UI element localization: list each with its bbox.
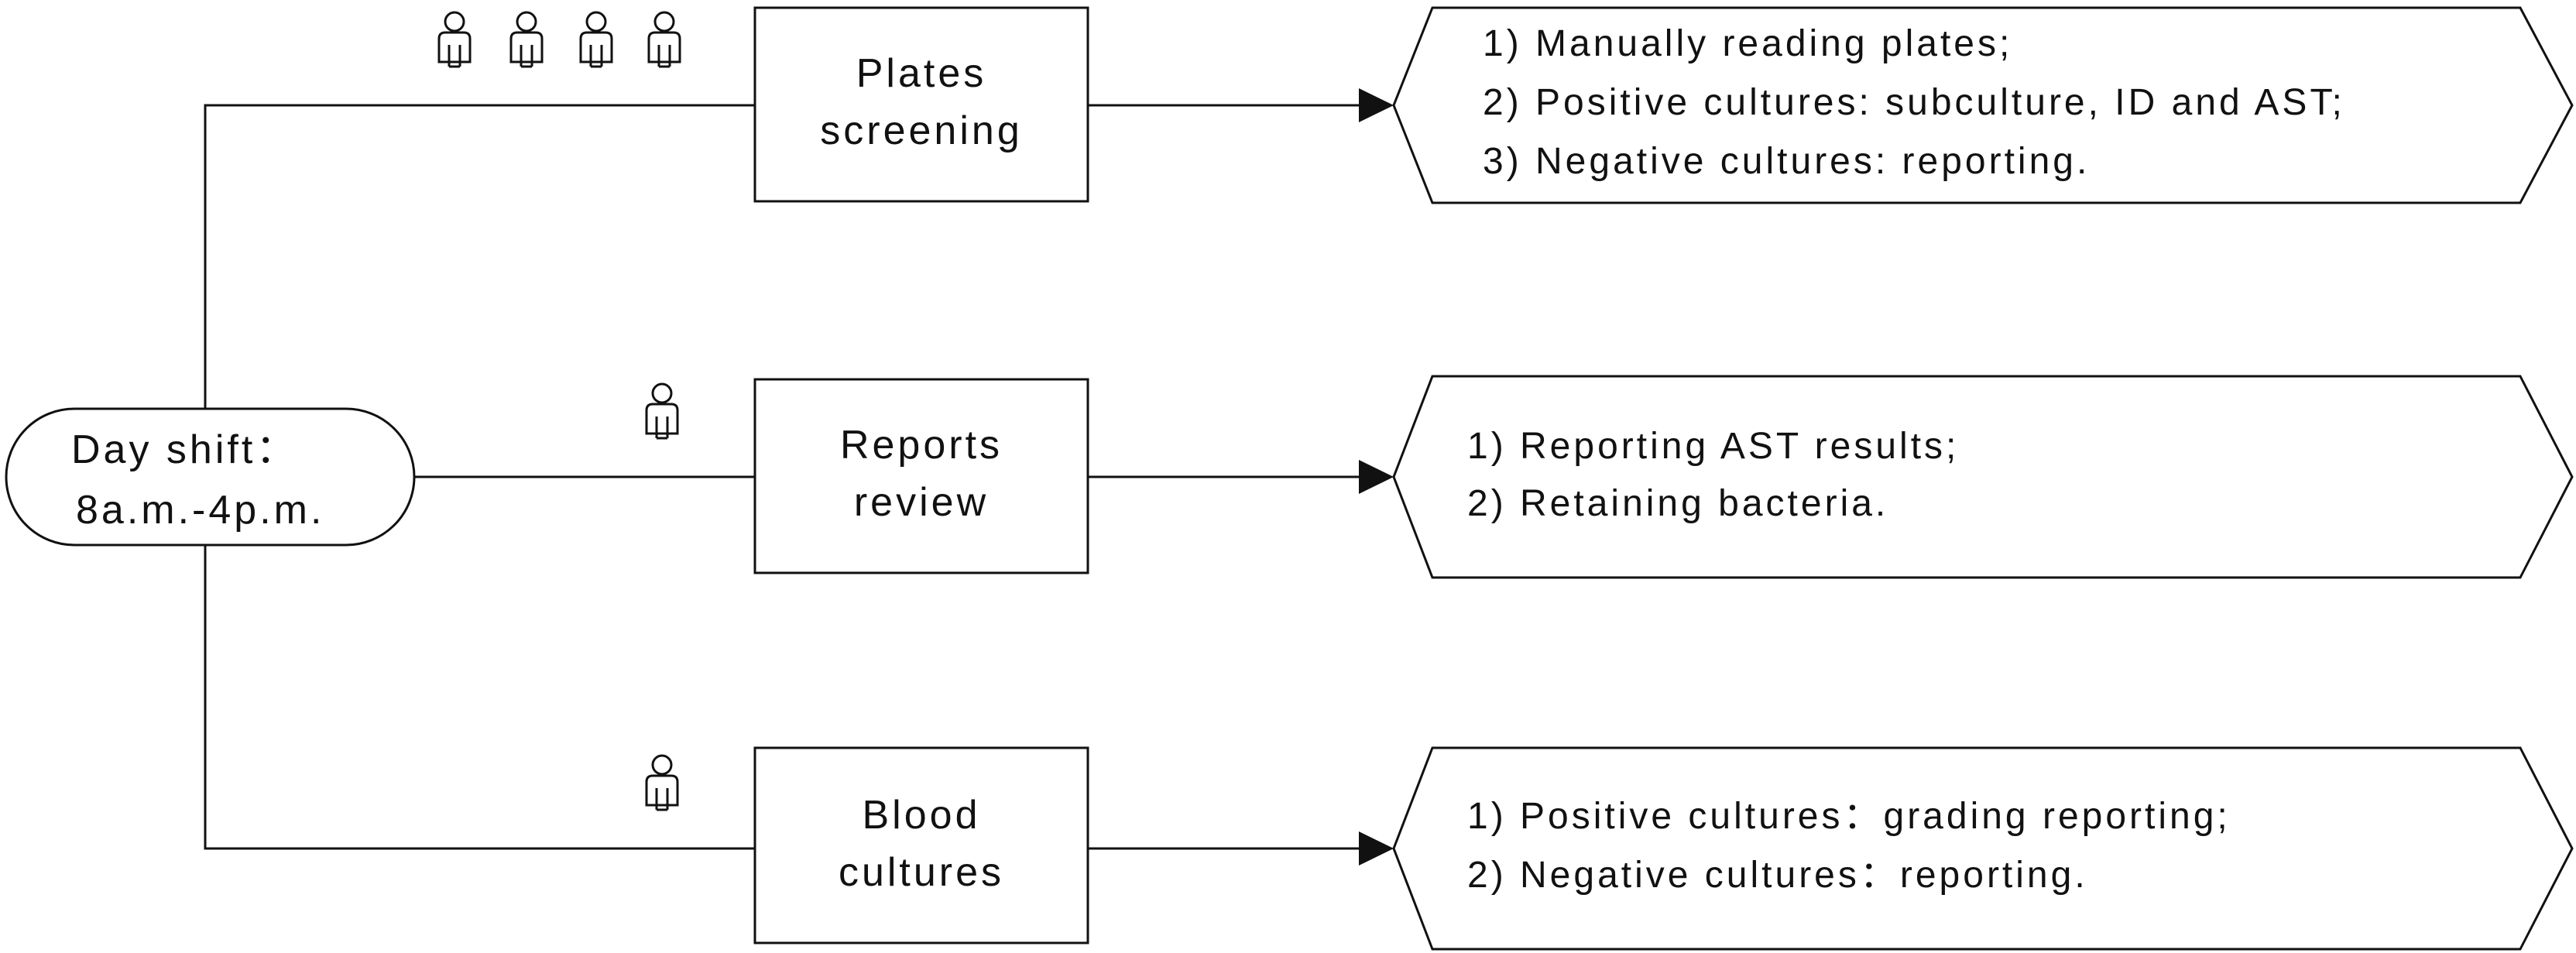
process-label-line1: Plates bbox=[856, 51, 987, 96]
task-item: 2) Negative cultures：reporting. bbox=[1467, 855, 2088, 896]
arrowhead-plates bbox=[1359, 88, 1394, 122]
person-icon bbox=[645, 754, 679, 811]
connector-blood bbox=[204, 542, 755, 850]
arrowhead-reports bbox=[1359, 460, 1394, 494]
connector-plates bbox=[204, 104, 755, 418]
arrowhead-blood bbox=[1359, 831, 1394, 866]
task-item: 1) Manually reading plates; bbox=[1483, 23, 2012, 64]
task-item: 2) Retaining bacteria. bbox=[1467, 483, 1888, 524]
person-icon bbox=[647, 11, 681, 68]
start-node-line2: 8a.m.-4p.m. bbox=[76, 488, 324, 533]
task-item: 1) Positive cultures：grading reporting; bbox=[1467, 796, 2231, 837]
task-box-reports bbox=[1392, 375, 2574, 579]
process-label-line2: screening bbox=[820, 108, 1022, 153]
person-icon bbox=[509, 11, 544, 68]
staff-icons-reports bbox=[645, 382, 679, 440]
branch-blood-cultures: Blood cultures 1) Positive cultures：grad… bbox=[645, 746, 2574, 951]
start-node-shape bbox=[5, 407, 416, 547]
process-box-blood bbox=[753, 746, 1089, 944]
task-box-blood bbox=[1392, 746, 2574, 951]
process-box-plates bbox=[753, 6, 1089, 203]
process-label-line1: Reports bbox=[840, 423, 1003, 468]
branch-plates-screening: Plates screening 1) Manually reading pla… bbox=[437, 6, 2574, 204]
start-node: Day shift： 8a.m.-4p.m. bbox=[5, 407, 416, 547]
staff-icons-plates bbox=[437, 11, 681, 68]
process-label-line2: cultures bbox=[839, 850, 1004, 895]
connectors bbox=[204, 88, 1394, 866]
branch-reports-review: Reports review 1) Reporting AST results;… bbox=[645, 375, 2574, 579]
staff-icons-blood bbox=[645, 754, 679, 811]
task-item: 3) Negative cultures: reporting. bbox=[1483, 141, 2090, 182]
start-node-line1: Day shift： bbox=[71, 427, 299, 472]
process-box-reports bbox=[753, 378, 1089, 574]
person-icon bbox=[437, 11, 472, 68]
task-item: 2) Positive cultures: subculture, ID and… bbox=[1483, 82, 2345, 123]
person-icon bbox=[579, 11, 613, 68]
person-icon bbox=[645, 382, 679, 440]
task-item: 1) Reporting AST results; bbox=[1467, 426, 1959, 467]
task-box-plates bbox=[1392, 6, 2574, 204]
process-label-line1: Blood bbox=[863, 793, 981, 838]
process-label-line2: review bbox=[854, 480, 989, 525]
